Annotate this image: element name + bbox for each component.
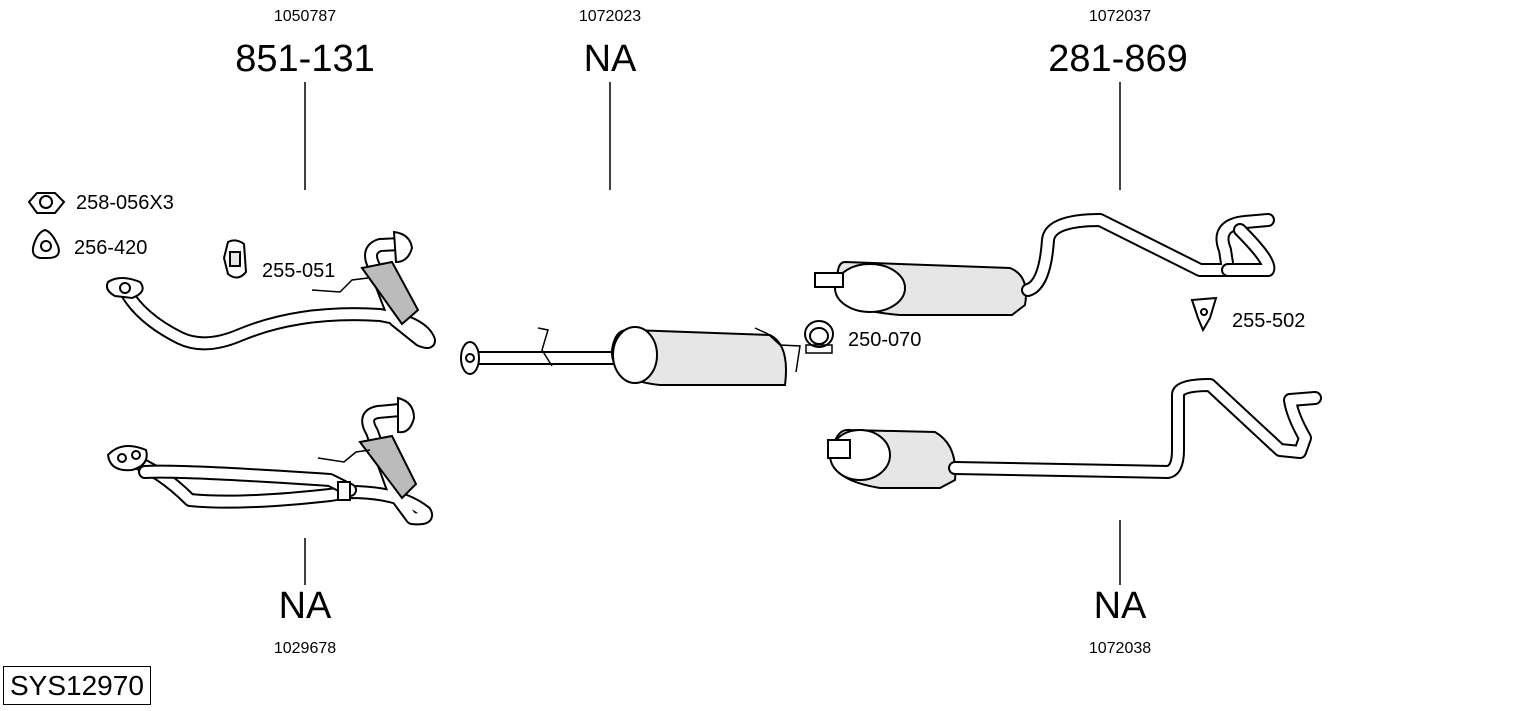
gasket-icon [31, 228, 60, 259]
part-ref-front-pipe-alt: 1029678 [273, 640, 337, 657]
part-code-rear-silencer-alt: NA [1093, 585, 1147, 627]
accessory-label-clamp: 250-070 [848, 329, 922, 351]
part-ref-rear-silencer: 1072037 [1088, 8, 1152, 25]
accessory-label-bracket: 255-502 [1232, 310, 1306, 332]
part-ref-rear-silencer-alt: 1072038 [1088, 640, 1152, 657]
accessory-label-nut: 258-056X3 [76, 192, 174, 214]
accessory-label-rubber-mount: 255-051 [262, 260, 336, 282]
front-pipe-alt-drawing [106, 396, 434, 526]
rear-silencer-drawing [814, 213, 1276, 316]
clamp-icon [804, 320, 834, 354]
bracket-icon [1190, 296, 1218, 333]
part-code-front-pipe-alt: NA [278, 585, 332, 627]
part-code-front-pipe: 851-131 [235, 38, 375, 80]
part-ref-middle-silencer: 1072023 [578, 8, 642, 25]
part-code-rear-silencer: 281-869 [1048, 38, 1188, 80]
front-pipe-drawing [105, 230, 436, 351]
part-ref-front-pipe: 1050787 [273, 8, 337, 25]
part-code-middle-silencer: NA [583, 38, 637, 80]
middle-silencer-drawing [460, 326, 801, 386]
nut-icon [27, 192, 66, 214]
rear-silencer-alt-drawing [827, 378, 1322, 489]
system-code-box: SYS12970 [3, 666, 151, 705]
accessory-label-gasket: 256-420 [74, 237, 148, 259]
rubber-mount-icon [222, 239, 248, 279]
